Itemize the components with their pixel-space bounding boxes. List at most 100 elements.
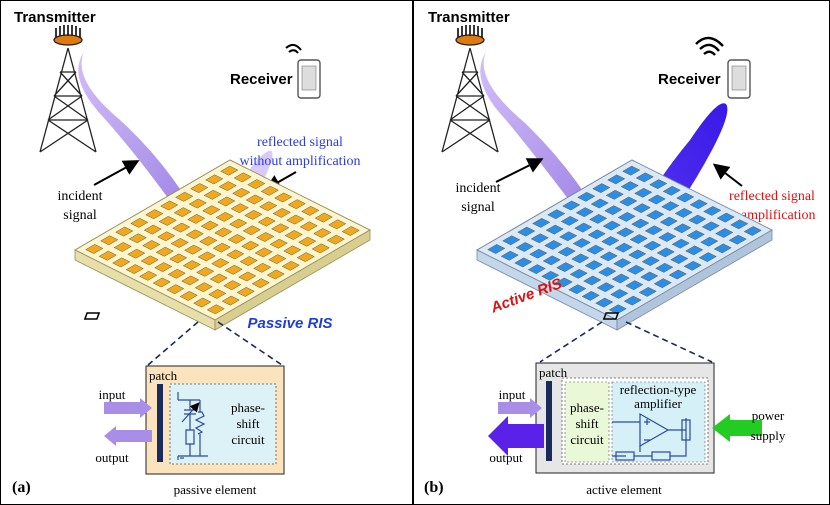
circuit-label-b-2: shift: [575, 416, 599, 431]
passive-ris-cell: [209, 273, 228, 284]
ris-cells-a: [85, 165, 360, 315]
output-arrow-a: [104, 426, 152, 446]
passive-ris-cell: [298, 236, 317, 247]
passive-ris-cell: [155, 246, 174, 257]
passive-ris-cell: [112, 257, 131, 268]
passive-ris-cell: [272, 208, 291, 218]
active-ris-cell: [527, 264, 546, 274]
patch-bar-a: [157, 384, 163, 462]
active-ris-cell: [701, 221, 720, 232]
power-label-1: power: [752, 408, 785, 423]
zoom-line-a-left: [147, 321, 199, 366]
active-ris-cell: [646, 210, 665, 220]
passive-ris-cell: [257, 216, 276, 227]
patch-label-a: patch: [149, 368, 178, 383]
passive-ris-cell: [328, 219, 347, 230]
passive-ris-cell: [212, 242, 231, 253]
active-ris-cell: [562, 200, 581, 211]
passive-ris-cell: [286, 214, 305, 225]
active-ris-cell: [700, 236, 719, 247]
zoom-line-a-right: [217, 321, 283, 366]
passive-ris-cell: [229, 218, 248, 229]
active-ris-cell: [611, 273, 630, 284]
active-ris-cell: [625, 280, 644, 291]
passive-ris-cell: [200, 220, 219, 231]
zoom-line-b-left: [539, 321, 603, 363]
active-ris-cell: [604, 205, 623, 216]
passive-ris-cell: [197, 251, 216, 262]
passive-ris-cell: [128, 233, 147, 244]
passive-ris-cell: [296, 252, 315, 262]
active-ris-cell: [607, 174, 626, 185]
active-ris-cell: [583, 275, 602, 286]
passive-ris-cell: [227, 234, 246, 244]
circuit-label-a-2: shift: [236, 416, 260, 431]
active-ris-cell: [598, 266, 617, 277]
active-ris-cell: [656, 247, 675, 258]
panel-b: Transmitter Receiver incident signal ref…: [424, 9, 816, 497]
passive-ris-cell: [169, 253, 188, 264]
passive-ris-cell: [211, 258, 230, 268]
power-arrow: [712, 414, 762, 442]
active-ris-cell: [638, 287, 657, 297]
passive-ris-cell: [185, 229, 204, 240]
active-ris-cell: [620, 181, 639, 191]
tower-icon: [441, 25, 499, 153]
active-ris-cell: [560, 216, 579, 226]
passive-ris-cell: [193, 297, 212, 308]
active-ris-cell: [629, 234, 648, 244]
passive-ris-cell: [253, 262, 272, 273]
passive-ris-board: [73, 159, 372, 331]
active-ris-cell: [689, 199, 708, 210]
active-ris-cell: [668, 269, 687, 280]
active-ris-cell: [631, 218, 650, 229]
active-ris-cell: [554, 277, 573, 288]
passive-ris-cell: [152, 277, 171, 288]
active-ris-cell: [500, 250, 519, 261]
passive-ris-cell: [233, 172, 252, 183]
active-ris-cell: [559, 231, 578, 242]
active-ris-cell: [623, 295, 642, 306]
active-ris-cell: [715, 228, 734, 238]
passive-ris-cell: [269, 238, 288, 249]
active-ris-cell: [659, 216, 678, 227]
active-ris-cell: [610, 289, 629, 299]
passive-ris-cell: [139, 270, 158, 281]
active-ris-cell: [671, 238, 690, 249]
patch-label-b: patch: [539, 365, 568, 380]
passive-ris-cell: [205, 174, 224, 185]
active-ris-cell: [698, 252, 717, 262]
passive-ris-cell: [259, 201, 278, 212]
active-ris-cell: [647, 194, 666, 205]
passive-ris-cell: [140, 255, 159, 266]
active-ris-cell: [662, 185, 681, 196]
active-ris-cell: [683, 260, 702, 271]
active-ris-cell: [670, 254, 689, 264]
passive-ris-cell: [214, 227, 233, 238]
passive-ris-cell: [238, 271, 257, 282]
active-ris-cell: [643, 240, 662, 251]
active-ris-cell: [634, 187, 653, 198]
phase-shift-circuit-a: [169, 383, 277, 465]
amplifier-schematic: [612, 412, 691, 461]
passive-ris-cell: [230, 203, 249, 214]
passive-ris-cell: [254, 247, 273, 258]
passive-ris-cell: [217, 196, 236, 207]
active-ris-cell: [587, 229, 606, 240]
passive-ris-cell: [160, 200, 179, 211]
active-ris-cell: [676, 192, 695, 203]
patch-bar-b: [546, 381, 552, 461]
passive-ris-cell: [241, 240, 260, 251]
passive-ris-cell: [283, 245, 302, 256]
input-label-a: input: [99, 387, 126, 402]
active-ris-cell: [544, 240, 563, 250]
passive-ris-cell: [266, 269, 285, 280]
passive-ris-cell: [311, 243, 330, 254]
passive-ris-cell: [173, 207, 192, 218]
passive-ris-cell: [199, 236, 218, 246]
passive-ris-cell: [274, 192, 293, 203]
active-ris-cell: [614, 242, 633, 253]
active-ris-cell: [688, 214, 707, 225]
passive-ris-cell: [188, 198, 207, 209]
incident-label-a-1: incident: [57, 189, 102, 204]
